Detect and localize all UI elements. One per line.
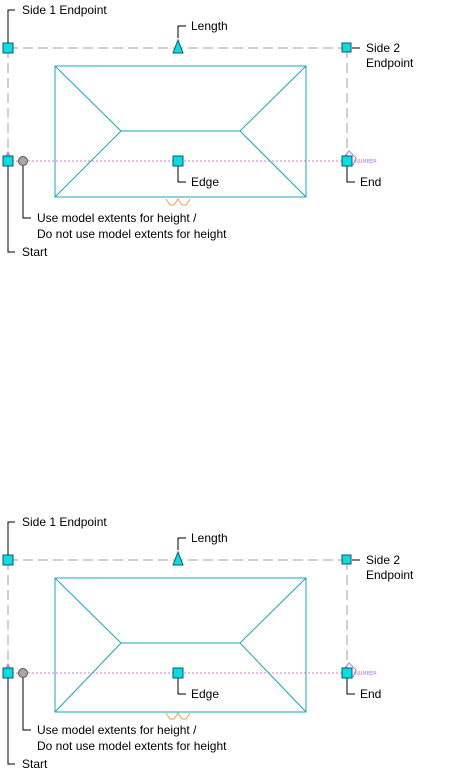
length-label: Length <box>191 531 228 545</box>
extents-leader <box>22 166 31 219</box>
end-grip[interactable] <box>341 155 353 167</box>
start-label: Start <box>22 757 48 771</box>
roof-outline <box>54 577 307 713</box>
start-leader <box>7 166 15 253</box>
end-marker-label: NUMBER <box>355 671 377 677</box>
length-leader <box>177 25 186 38</box>
roof-hip <box>239 130 307 198</box>
side1-endpoint-grip[interactable] <box>2 554 14 566</box>
end-grip[interactable] <box>341 667 353 679</box>
start-grip[interactable] <box>2 155 14 167</box>
length-grip[interactable] <box>172 38 184 54</box>
extents-label-line2: Do not use model extents for height <box>37 227 227 241</box>
side2-label: Side 2 <box>366 553 400 567</box>
end-leader <box>346 166 355 183</box>
roof-hip <box>239 65 307 132</box>
side2-endpoint-grip[interactable] <box>341 42 352 53</box>
extents-label-line1: Use model extents for height / <box>37 723 197 737</box>
start-grip[interactable] <box>2 667 14 679</box>
side2-endpoint-label: Endpoint <box>366 56 414 70</box>
start-label: Start <box>22 245 48 259</box>
edge-label: Edge <box>191 175 219 189</box>
extents-label-line1: Use model extents for height / <box>37 211 197 225</box>
orange-marker <box>165 198 191 206</box>
side1-leader <box>7 9 15 44</box>
roof-hip <box>54 642 122 713</box>
length-leader <box>177 537 186 550</box>
edge-leader <box>177 166 186 183</box>
side2-label: Side 2 <box>366 41 400 55</box>
diagram-1: NUMBER Side 1 Endpoint Length Side 2 End… <box>2 3 414 259</box>
edge-leader <box>177 678 186 695</box>
model-extents-toggle-grip[interactable] <box>18 156 28 166</box>
edge-grip[interactable] <box>172 155 184 167</box>
roof-hip <box>239 642 307 713</box>
side2-endpoint-label: Endpoint <box>366 568 414 582</box>
extents-leader <box>22 678 31 731</box>
length-label: Length <box>191 19 228 33</box>
roof-outline <box>54 65 307 198</box>
side1-leader <box>7 521 15 556</box>
orange-marker <box>165 712 191 720</box>
side1-endpoint-grip[interactable] <box>2 42 14 54</box>
edge-grip[interactable] <box>172 667 184 679</box>
end-label: End <box>360 687 381 701</box>
roof-hip <box>54 65 122 132</box>
extents-label-line2: Do not use model extents for height <box>37 739 227 753</box>
roof-hip <box>54 130 122 198</box>
edge-label: Edge <box>191 687 219 701</box>
roof-hip <box>239 577 307 644</box>
end-label: End <box>360 175 381 189</box>
model-extents-toggle-grip[interactable] <box>18 668 28 678</box>
roof-plan <box>54 577 307 713</box>
side1-endpoint-label: Side 1 Endpoint <box>22 515 107 529</box>
diagram-2: NUMBER Side 1 Endpoint Length Side 2 End… <box>2 515 414 771</box>
side2-endpoint-grip[interactable] <box>341 554 352 565</box>
roof-plan <box>54 65 307 198</box>
start-leader <box>7 678 15 765</box>
end-marker-label: NUMBER <box>355 159 377 165</box>
side1-endpoint-label: Side 1 Endpoint <box>22 3 107 17</box>
end-leader <box>346 678 355 695</box>
length-grip[interactable] <box>172 550 184 566</box>
roof-hip <box>54 577 122 644</box>
